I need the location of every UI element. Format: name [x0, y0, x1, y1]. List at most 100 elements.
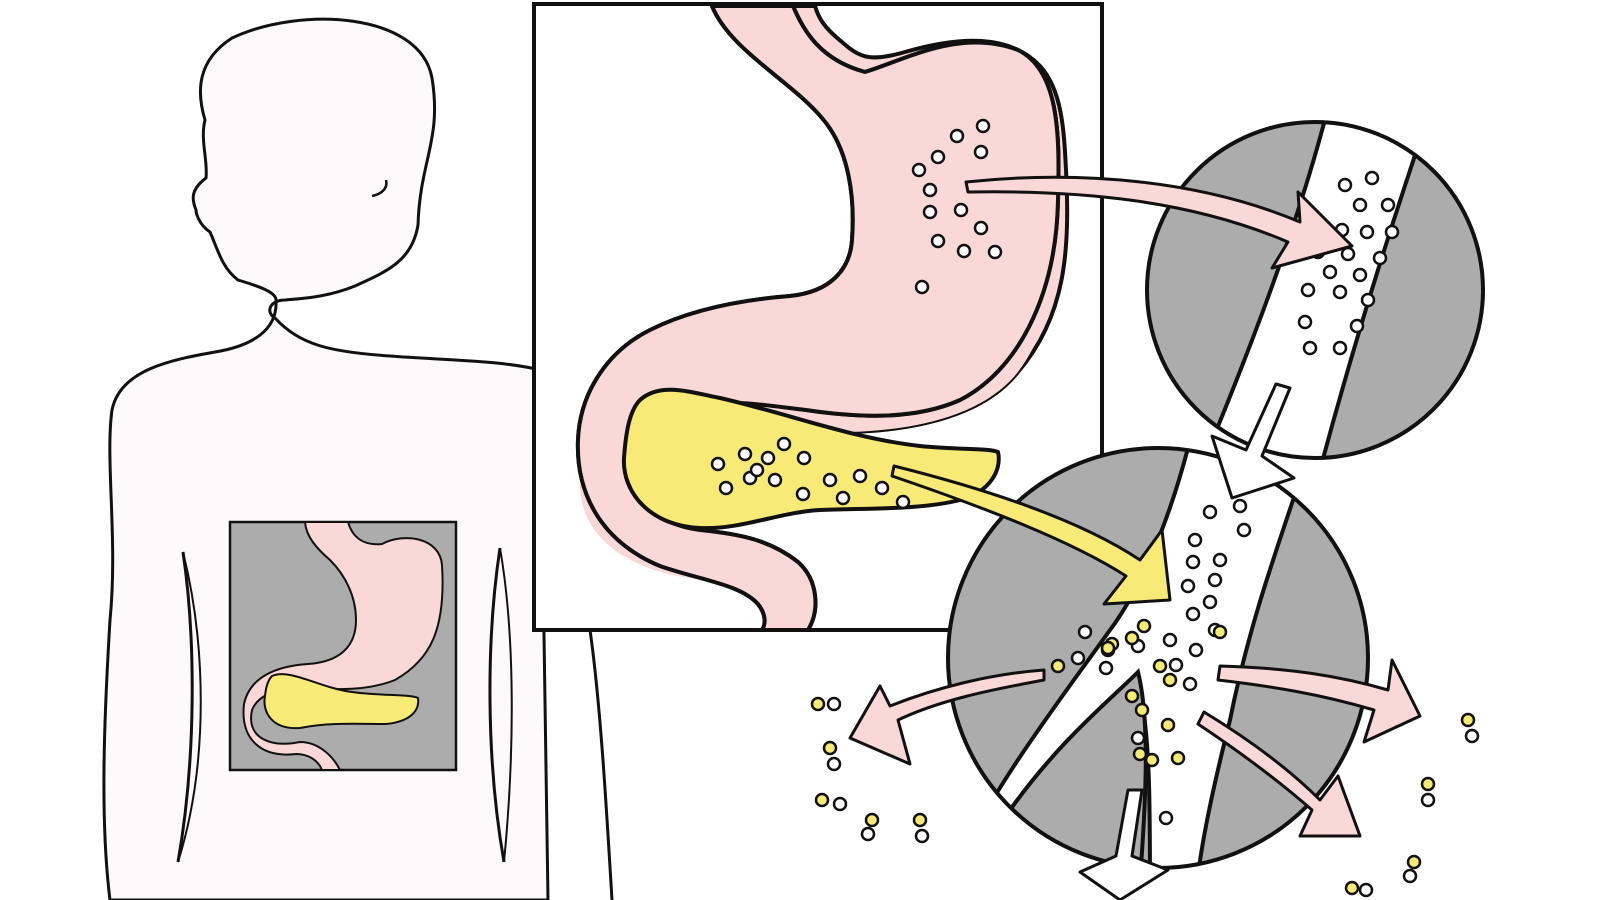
lower-vessel-particle: [1185, 554, 1201, 570]
small-stomach-icon: [242, 521, 444, 771]
upper-vessel-particle: [1332, 284, 1348, 300]
pancreas-particle: [795, 486, 811, 502]
lower-vessel-yellow-particle: [1132, 746, 1148, 762]
right-arm-line: [488, 547, 506, 863]
upper-vessel-particle: [1332, 340, 1348, 356]
lower-vessel-yellow-particle: [1152, 658, 1168, 674]
stomach-particle: [914, 279, 930, 295]
stomach-particle: [975, 118, 991, 134]
pancreas-particle: [737, 446, 753, 462]
stomach-particle: [953, 202, 969, 218]
lower-vessel-particle: [1212, 552, 1228, 568]
stomach-particle: [922, 204, 938, 220]
released-particle: [826, 696, 842, 712]
released-particle: [1402, 868, 1418, 884]
upper-vessel-particle: [1352, 197, 1368, 213]
upper-vessel-particle: [1337, 177, 1353, 193]
upper-vessel-particle: [1384, 224, 1400, 240]
lower-vessel-particles: [1050, 498, 1252, 826]
released-particle: [1344, 880, 1360, 896]
lower-vessel-icon: [946, 446, 1370, 870]
upper-vessel-particle: [1360, 292, 1376, 308]
stomach-particle: [922, 182, 938, 198]
released-particle: [810, 696, 826, 712]
lower-vessel-yellow-particle: [1212, 624, 1228, 640]
lower-vessel-particle: [1232, 498, 1248, 514]
pancreas-particle: [796, 450, 812, 466]
released-particle: [1464, 728, 1480, 744]
lower-vessel-particle: [1236, 522, 1252, 538]
lower-vessel-yellow-particle: [1050, 658, 1066, 674]
stomach-particle: [930, 149, 946, 165]
arrow-release-left-icon: [848, 668, 1046, 766]
upper-vessel-particle: [1359, 224, 1375, 240]
small-pancreas-icon: [263, 673, 420, 730]
released-particle: [832, 796, 848, 812]
lower-vessel-particle: [1158, 810, 1174, 826]
lower-vessel-particle: [1202, 594, 1218, 610]
released-particle: [912, 812, 928, 828]
released-particle: [1358, 882, 1374, 898]
upper-vessel-particle: [1300, 282, 1316, 298]
lower-vessel-particle: [1202, 504, 1218, 520]
lower-vessel-particle: [1162, 632, 1178, 648]
arrow-release-right-icon: [1216, 658, 1422, 744]
pancreas-particle: [822, 472, 838, 488]
lower-vessel-yellow-particle: [1162, 672, 1178, 688]
stomach-particle: [930, 233, 946, 249]
lower-vessel-particle: [1168, 657, 1184, 673]
lower-vessel-yellow-particle: [1124, 630, 1140, 646]
small-organ-inset: [228, 520, 458, 772]
released-particle: [1460, 712, 1476, 728]
arrow-pancreas-to-vessel-icon: [890, 464, 1172, 606]
stomach-particle: [911, 162, 927, 178]
upper-vessel-particle: [1349, 318, 1365, 334]
stomach-particle: [973, 220, 989, 236]
upper-vessel-particle: [1352, 267, 1368, 283]
pancreas-particle: [874, 480, 890, 496]
arrow-stomach-to-vessel-icon: [964, 175, 1354, 270]
stomach-particle: [949, 128, 965, 144]
ear-line: [371, 179, 388, 198]
lower-vessel-particle: [1180, 578, 1196, 594]
pancreas-particles: [710, 436, 911, 510]
lower-vessel-yellow-particle: [1136, 618, 1152, 634]
lower-vessel-particle: [1070, 650, 1086, 666]
lower-vessel-yellow-particle: [1124, 688, 1140, 704]
upper-vessel-rim: [1145, 120, 1485, 460]
released-particle: [1406, 854, 1422, 870]
lower-vessel-yellow-particle: [1134, 702, 1150, 718]
lower-vessel-particle: [1188, 642, 1204, 658]
arrow-release-lower-right-icon: [1196, 710, 1362, 838]
upper-vessel-particle: [1364, 170, 1380, 186]
stomach-particle: [987, 244, 1003, 260]
upper-vessel-particle: [1302, 340, 1318, 356]
stomach-particles: [911, 118, 1003, 295]
arrow-upper-to-lower-vessel-icon: [1210, 382, 1296, 500]
released-particle: [822, 740, 838, 756]
stomach-particle: [973, 144, 989, 160]
pancreas-particle: [895, 494, 911, 510]
released-particle: [860, 826, 876, 842]
lower-vessel-yellow-particle: [1100, 640, 1116, 656]
lower-vessel-particle: [1130, 730, 1146, 746]
pancreas-particle: [749, 462, 765, 478]
upper-vessel-particle: [1322, 264, 1338, 280]
upper-vessel-particle: [1380, 197, 1396, 213]
lower-vessel-particle: [1207, 572, 1223, 588]
released-particle: [914, 828, 930, 844]
pancreas-particle: [718, 480, 734, 496]
stomach-particle: [956, 243, 972, 259]
left-arm-line: [176, 551, 194, 863]
lower-vessel-yellow-particle: [1144, 752, 1160, 768]
right-shoulder-line: [588, 629, 614, 900]
released-particles: [810, 696, 1480, 898]
lower-vessel-particle: [1182, 676, 1198, 692]
lower-vessel-yellow-particle: [1170, 750, 1186, 766]
released-particle: [1420, 776, 1436, 792]
left-arm-edge: [177, 551, 202, 863]
right-arm-edge: [499, 547, 513, 863]
lower-vessel-particle: [1098, 660, 1114, 676]
released-particle: [814, 792, 830, 808]
